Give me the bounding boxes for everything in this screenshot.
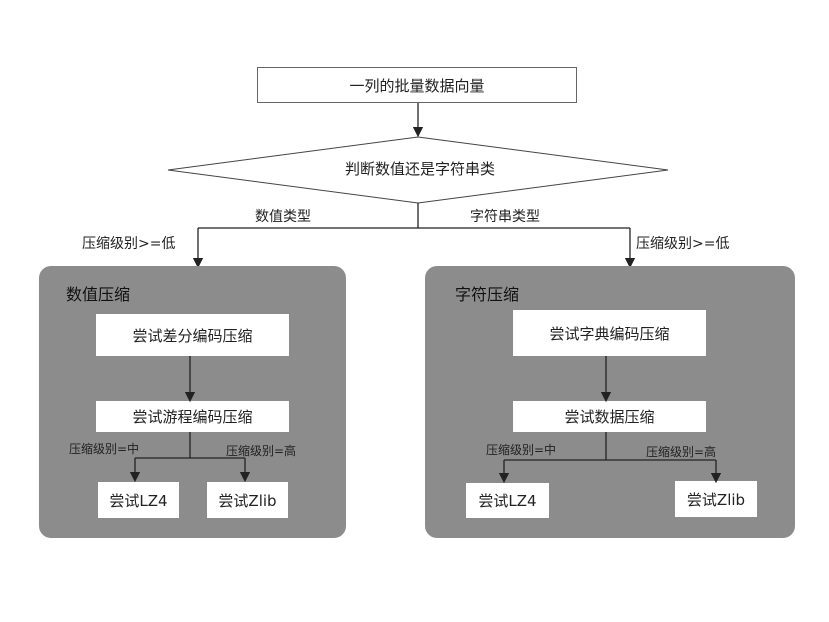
numeric-panel-title: 数值压缩 — [66, 285, 131, 304]
string-step-data-compression: 尝试数据压缩 — [513, 401, 706, 432]
start-box: 一列的批量数据向量 — [257, 67, 577, 103]
numeric-leaf-zlib: 尝试Zlib — [207, 482, 288, 518]
string-condition-mid: 压缩级别=中 — [486, 443, 557, 457]
numeric-leaf-lz4: 尝试LZ4 — [98, 482, 179, 518]
condition-label-right: 压缩级别>=低 — [636, 236, 730, 252]
branch-label-string: 字符串类型 — [470, 209, 540, 225]
string-step-dictionary-encoding: 尝试字典编码压缩 — [513, 310, 706, 356]
decision-label: 判断数值还是字符串类 — [344, 160, 495, 178]
numeric-step-delta-encoding: 尝试差分编码压缩 — [96, 314, 289, 356]
branch-label-numeric: 数值类型 — [255, 209, 311, 225]
numeric-condition-high: 压缩级别=高 — [226, 444, 297, 458]
numeric-condition-mid: 压缩级别=中 — [69, 442, 140, 456]
string-panel-title: 字符压缩 — [455, 285, 520, 304]
string-condition-high: 压缩级别=高 — [646, 445, 717, 459]
numeric-step-rle-encoding: 尝试游程编码压缩 — [96, 401, 289, 432]
condition-label-left: 压缩级别>=低 — [82, 236, 176, 252]
string-leaf-lz4: 尝试LZ4 — [466, 483, 549, 518]
string-leaf-zlib: 尝试Zlib — [675, 481, 757, 517]
